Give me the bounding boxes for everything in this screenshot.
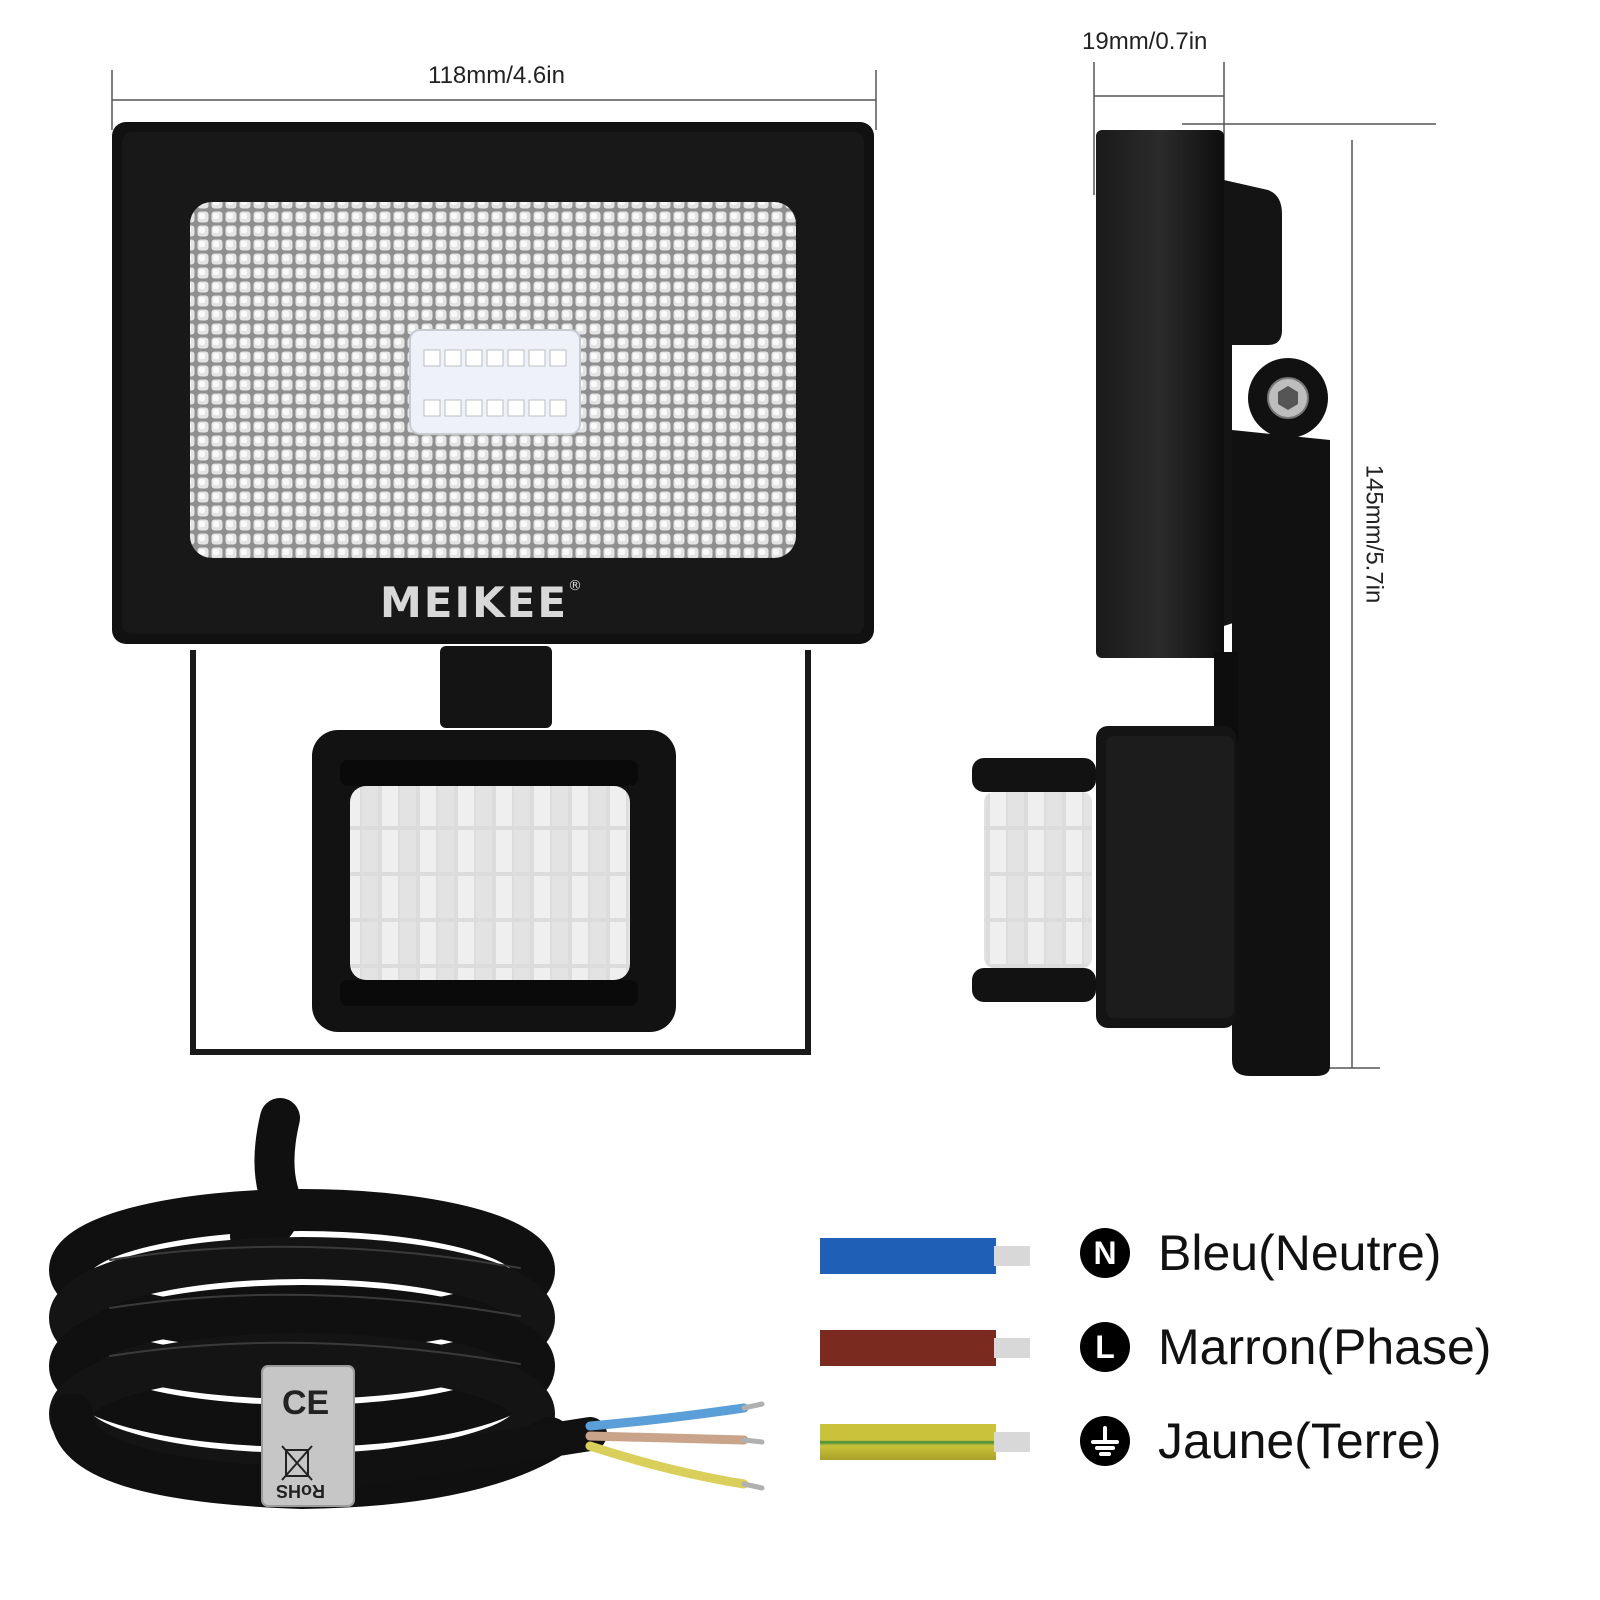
led-board xyxy=(409,329,581,435)
side-sensor-dome xyxy=(984,792,1092,968)
side-view xyxy=(972,130,1330,1076)
pir-sensor-dome xyxy=(350,786,630,980)
legend-ground-label: Jaune(Terre) xyxy=(1158,1413,1442,1469)
phase-badge: L xyxy=(1080,1322,1130,1372)
height-label: 145mm/5.7in xyxy=(1360,464,1388,604)
wire-samples xyxy=(820,1238,1030,1460)
legend-neutral-label: Bleu(Neutre) xyxy=(1158,1225,1442,1281)
ce-mark: CE xyxy=(282,1384,330,1422)
front-view xyxy=(112,122,874,1055)
ground-icon xyxy=(1080,1416,1130,1466)
weee-bin-icon xyxy=(281,1445,313,1481)
width-dimension-line xyxy=(111,70,877,130)
width-label: 118mm/4.6in xyxy=(428,62,565,89)
legend-phase-label: Marron(Phase) xyxy=(1158,1319,1492,1375)
brand-logo: MEIKEE® xyxy=(380,578,585,627)
neutral-badge: N xyxy=(1080,1228,1130,1278)
rohs-mark: RoHS xyxy=(276,1481,325,1501)
led-chips xyxy=(423,349,567,417)
depth-label: 19mm/0.7in xyxy=(1082,28,1208,55)
exposed-wires xyxy=(585,1401,765,1491)
